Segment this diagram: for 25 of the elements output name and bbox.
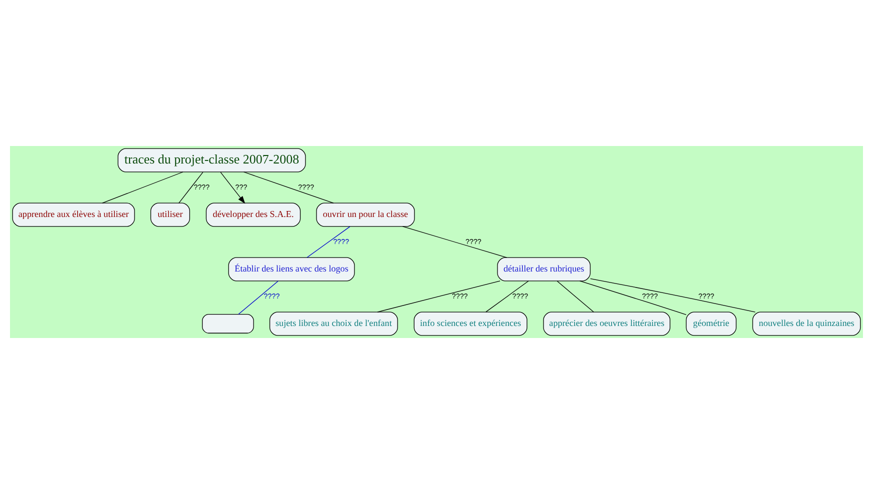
- connector: [402, 226, 507, 258]
- node-box: utiliser: [150, 202, 190, 226]
- connector: [590, 278, 756, 312]
- node-box: nouvelles de la quinzaines: [752, 311, 860, 336]
- arrow: [220, 171, 245, 204]
- connector: [178, 171, 203, 203]
- node-box: apprendre aux élèves à utiliser: [12, 202, 134, 226]
- node-box: traces du projet-classe 2007-2008: [117, 148, 306, 172]
- node-box: info sciences et expériences: [413, 311, 527, 336]
- node-box: détailler des rubriques: [496, 256, 590, 281]
- connector: [556, 280, 594, 312]
- connector: [242, 171, 334, 203]
- node-box: ouvrir un pour la classe: [316, 202, 414, 226]
- node-box: géométrie: [685, 311, 736, 336]
- connector: [238, 280, 278, 314]
- connector: [485, 280, 528, 312]
- connector: [102, 171, 183, 203]
- node-box: apprécier des oeuvres littéraires: [542, 311, 670, 336]
- node-box: développer des S.A.E.: [205, 202, 300, 226]
- node-box: Établir des liens avec des logos: [228, 256, 354, 281]
- connector: [306, 226, 350, 258]
- node-box: sujets libres au choix de l'enfant: [268, 311, 398, 336]
- node-box: [202, 314, 254, 333]
- connector: [376, 280, 500, 312]
- connector: [578, 280, 686, 314]
